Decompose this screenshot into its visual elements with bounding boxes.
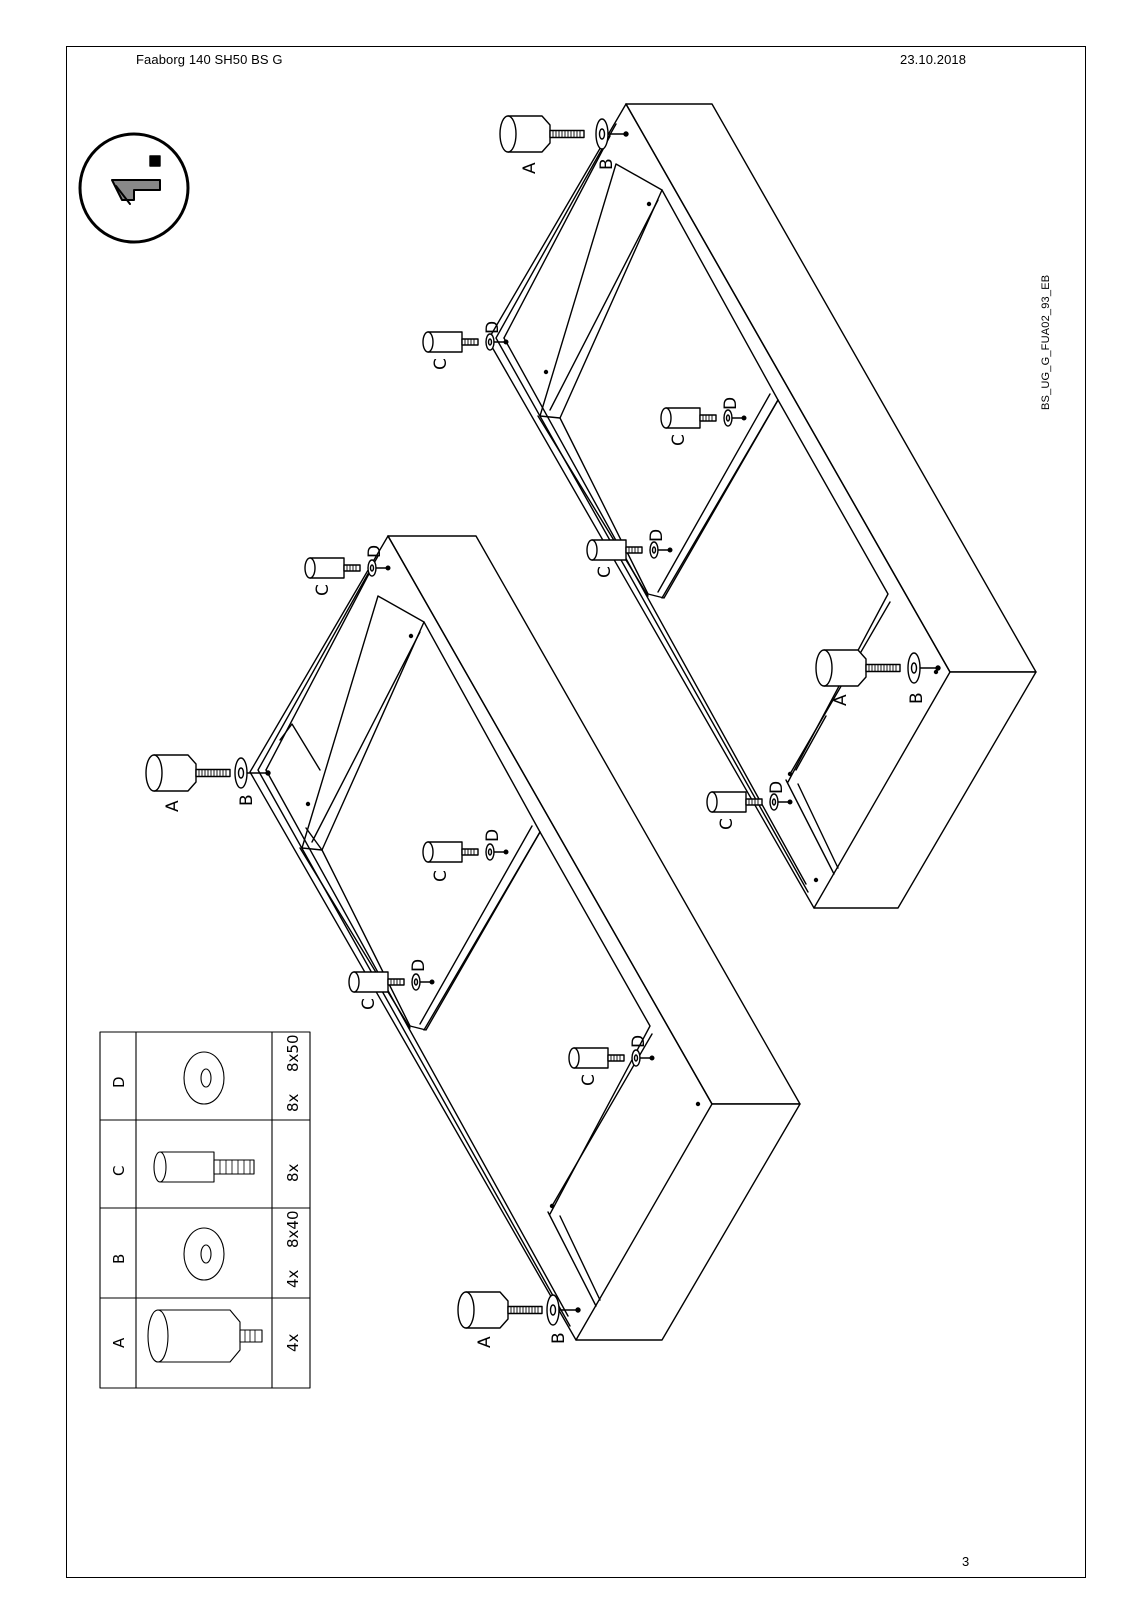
parts-table (99, 1031, 311, 1389)
callout-c: C (579, 1074, 599, 1086)
callout-c: C (669, 434, 689, 446)
callout-c: C (313, 584, 333, 596)
callout-d: D (721, 397, 741, 410)
callout-a: A (520, 162, 540, 174)
leg-a-right-top (499, 115, 629, 153)
part-a-qty: 4x (284, 1333, 302, 1352)
leg-c-right-3 (586, 539, 673, 561)
leg-c-left-1 (304, 557, 391, 579)
leg-a-right-bottom (815, 649, 941, 687)
part-d-qty: 8x (284, 1093, 302, 1112)
callout-d: D (483, 321, 503, 334)
one-person-icon (78, 132, 190, 244)
part-b-letter: B (110, 1254, 128, 1264)
callout-c: C (431, 870, 451, 882)
callout-a: A (475, 1336, 495, 1348)
leg-c-right-4 (706, 791, 793, 813)
page-frame (66, 46, 1086, 1578)
leg-c-right-1 (422, 331, 509, 353)
leg-c-left-3 (348, 971, 435, 993)
callout-d: D (767, 781, 787, 794)
callout-b: B (237, 794, 257, 806)
part-d-letter: D (110, 1076, 128, 1088)
callout-c: C (717, 818, 737, 830)
leg-a-left-top (145, 754, 271, 792)
callout-b: B (549, 1332, 569, 1344)
leg-c-right-2 (660, 407, 747, 429)
leg-c-left-4 (568, 1047, 655, 1069)
callout-a: A (163, 800, 183, 812)
callout-d: D (629, 1035, 649, 1048)
bed-base-left (249, 535, 801, 1341)
bed-base-right (487, 103, 1037, 909)
callout-b: B (597, 158, 617, 170)
part-c-qty: 8x (284, 1163, 302, 1182)
callout-d: D (409, 959, 429, 972)
callout-c: C (595, 566, 615, 578)
document-title: Faaborg 140 SH50 BS G (136, 52, 283, 67)
page-number: 3 (962, 1554, 970, 1569)
part-b-qty: 4x (284, 1269, 302, 1288)
callout-b: B (907, 692, 927, 704)
part-d-size: 8x50 (284, 1034, 302, 1072)
callout-a: A (831, 694, 851, 706)
callout-c: C (431, 358, 451, 370)
part-a-letter: A (110, 1337, 128, 1348)
callout-d: D (647, 529, 667, 542)
part-b-size: 8x40 (284, 1210, 302, 1248)
callout-d: D (483, 829, 503, 842)
callout-c: C (359, 998, 379, 1010)
part-c-letter: C (110, 1166, 128, 1176)
document-date: 23.10.2018 (900, 52, 967, 67)
leg-a-left-bottom (457, 1291, 581, 1329)
leg-c-left-2 (422, 841, 509, 863)
callout-d: D (365, 545, 385, 558)
